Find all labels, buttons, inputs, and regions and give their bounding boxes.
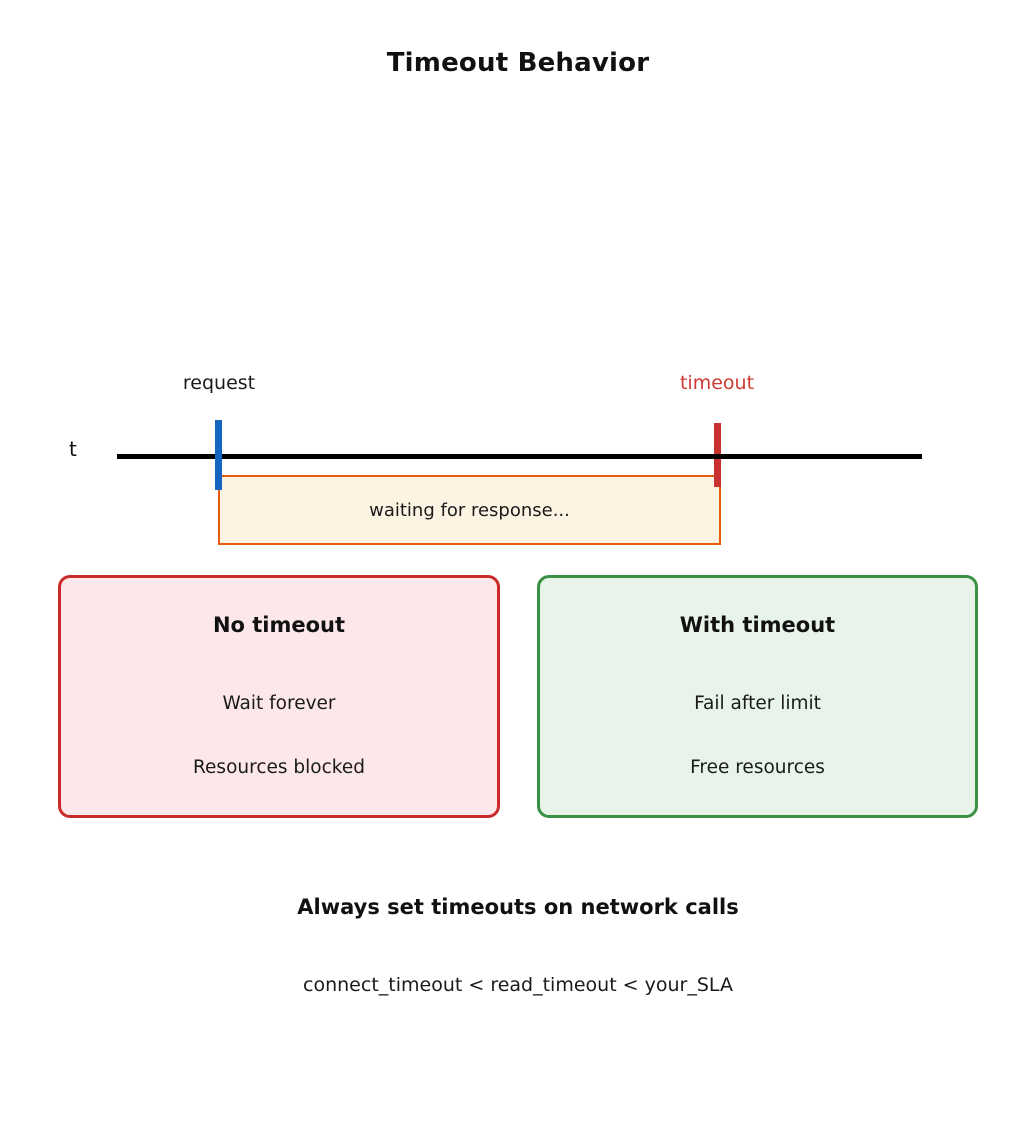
no-timeout-card-title: No timeout [212,613,346,637]
no-timeout-card: No timeout Wait forever Resources blocke… [58,575,500,818]
no-timeout-card-line-2: Resources blocked [193,757,365,778]
timeout-label: timeout [679,372,755,394]
with-timeout-card-line-1: Fail after limit [694,693,821,714]
waiting-period-label: waiting for response... [369,499,570,521]
request-tick-marker [215,420,222,490]
with-timeout-card-title: With timeout [679,613,836,637]
request-label: request [182,372,256,394]
diagram-title: Timeout Behavior [386,48,650,78]
with-timeout-card: With timeout Fail after limit Free resou… [537,575,978,818]
time-axis-label: t [69,437,77,461]
with-timeout-card-line-2: Free resources [690,757,825,778]
no-timeout-card-line-1: Wait forever [222,693,336,714]
waiting-period-box: waiting for response... [218,475,721,545]
footer-headline: Always set timeouts on network calls [297,895,739,919]
footer-timeout-rule: connect_timeout < read_timeout < your_SL… [303,974,733,996]
time-axis-line [117,454,922,459]
